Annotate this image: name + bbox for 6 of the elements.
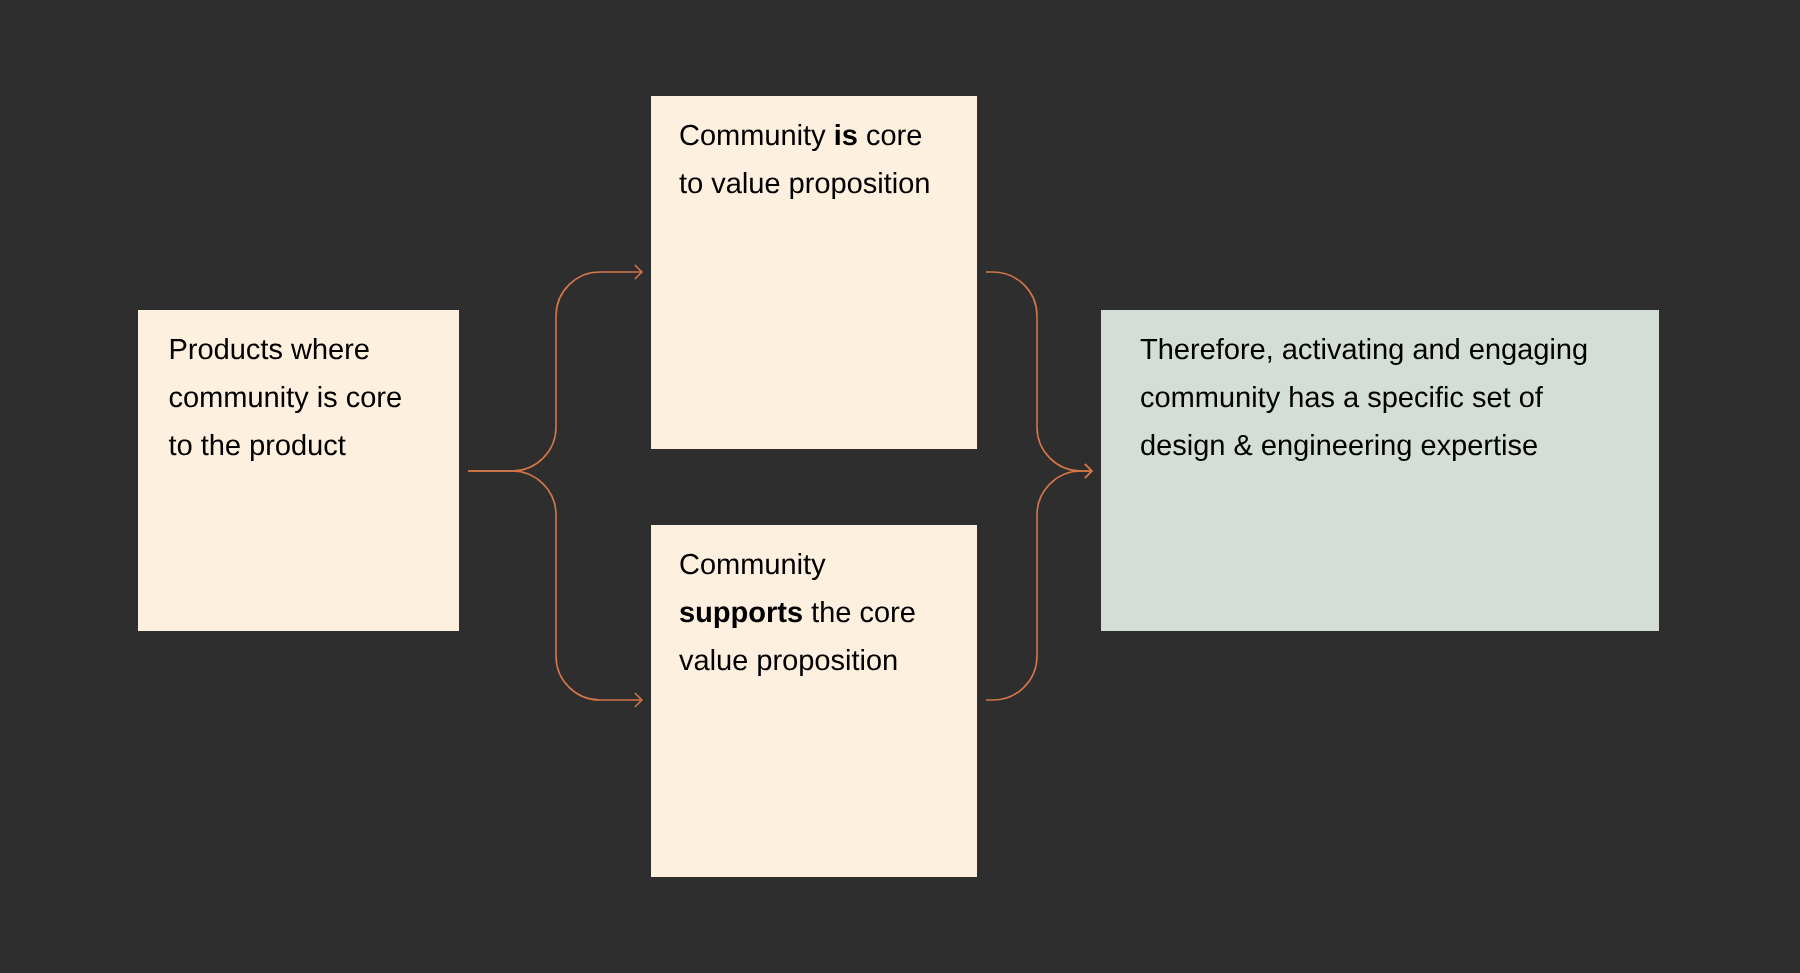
text-box: Community is core to value proposition [651,96,977,449]
arrow [985,463,1093,701]
text-box: Community supports the core value proposition [651,525,977,877]
text-box: Therefore, activating and engaging community has a specific set of design & engineering expertise [1101,310,1659,631]
arrow [467,470,643,708]
text-box: Products where community is core to the product [138,310,459,631]
